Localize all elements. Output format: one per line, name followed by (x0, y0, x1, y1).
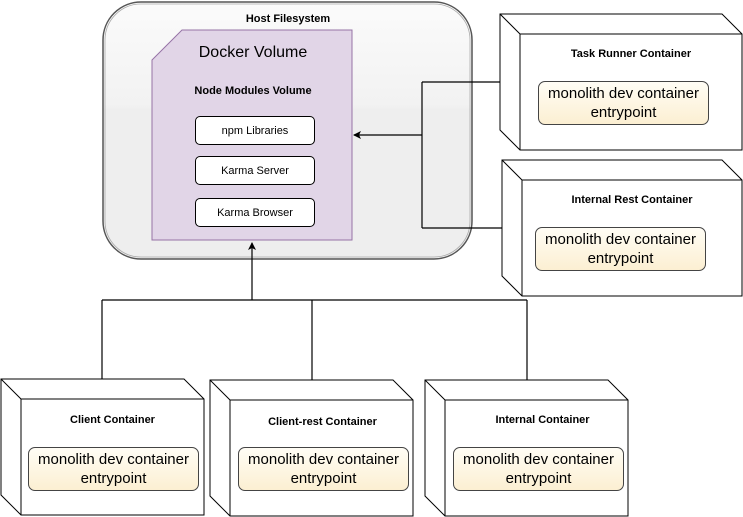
client-entrypoint: monolith dev container entrypoint (28, 447, 199, 491)
internal-entrypoint: monolith dev container entrypoint (453, 447, 624, 491)
karma-browser-box: Karma Browser (195, 198, 315, 227)
host-filesystem-title: Host Filesystem (245, 13, 331, 25)
entrypoint-line1: monolith dev container (545, 231, 696, 248)
entrypoint-line2: entrypoint (505, 470, 572, 487)
docker-volume-title: Docker Volume (198, 44, 308, 61)
task-runner-container-title: Task Runner Container (570, 48, 692, 60)
client-rest-container-title: Client-rest Container (268, 416, 377, 428)
entrypoint-line2: entrypoint (587, 250, 654, 267)
internal-container-title: Internal Container (495, 414, 590, 426)
entrypoint-line2: entrypoint (80, 470, 147, 487)
right-connector (353, 81, 503, 229)
npm-libraries-box: npm Libraries (195, 116, 315, 145)
client-container-title: Client Container (70, 414, 155, 426)
entrypoint-line1: monolith dev container (38, 451, 189, 468)
client-rest-entrypoint: monolith dev container entrypoint (238, 447, 409, 491)
bottom-connector (101, 242, 528, 380)
entrypoint-line1: monolith dev container (548, 85, 699, 102)
entrypoint-line1: monolith dev container (248, 451, 399, 468)
karma-server-box: Karma Server (195, 156, 315, 185)
node-modules-volume-title: Node Modules Volume (194, 85, 312, 97)
internal-rest-entrypoint: monolith dev container entrypoint (535, 227, 706, 271)
entrypoint-line2: entrypoint (290, 470, 357, 487)
task-runner-entrypoint: monolith dev container entrypoint (538, 81, 709, 125)
entrypoint-line1: monolith dev container (463, 451, 614, 468)
entrypoint-line2: entrypoint (590, 104, 657, 121)
internal-rest-container-title: Internal Rest Container (571, 194, 693, 206)
